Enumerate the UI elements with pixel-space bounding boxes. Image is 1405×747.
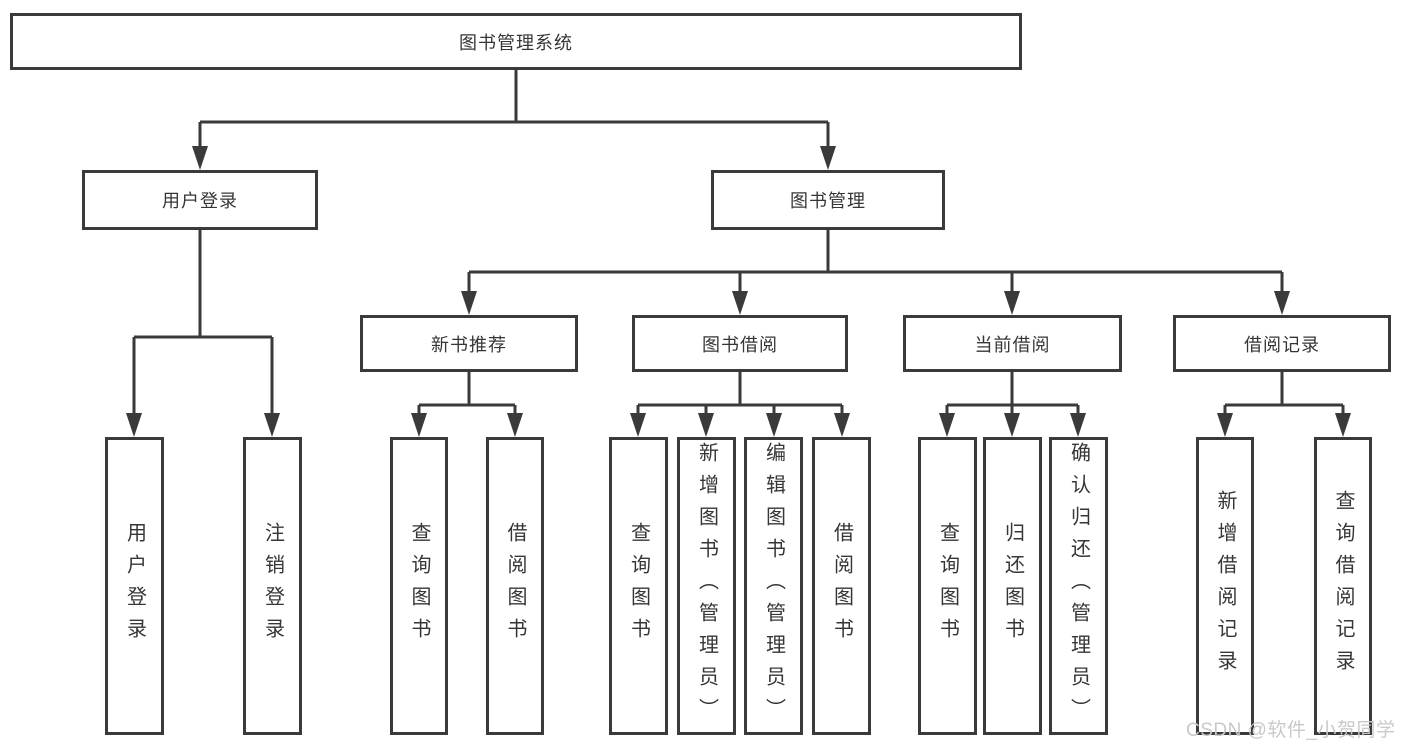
- leaf-confirm-return-admin: 确认归还（管理员）: [1049, 437, 1108, 735]
- leaf-label: 新增借阅记录: [1214, 490, 1236, 682]
- node-new-book-recommendation: 新书推荐: [360, 315, 578, 372]
- leaf-borrow-books-2: 借阅图书: [812, 437, 871, 735]
- leaf-add-books-admin: 新增图书（管理员）: [677, 437, 736, 735]
- leaf-label: 编辑图书（管理员）: [762, 442, 785, 730]
- leaf-edit-books-admin: 编辑图书（管理员）: [744, 437, 803, 735]
- leaf-label: 借阅图书: [504, 522, 526, 650]
- node-borrowing-records: 借阅记录: [1173, 315, 1391, 372]
- leaf-label: 注销登录: [261, 522, 284, 650]
- leaf-borrow-books-1: 借阅图书: [486, 437, 544, 735]
- leaf-label: 借阅图书: [830, 522, 853, 650]
- leaf-add-borrow-record: 新增借阅记录: [1196, 437, 1254, 735]
- leaf-label: 查询图书: [408, 522, 430, 650]
- node-user-login: 用户登录: [82, 170, 318, 230]
- leaf-label: 用户登录: [123, 522, 146, 650]
- leaf-user-login: 用户登录: [105, 437, 164, 735]
- arrowheads: [126, 146, 1351, 437]
- leaf-label: 查询图书: [627, 522, 650, 650]
- leaf-return-books: 归还图书: [983, 437, 1042, 735]
- connector-strokes: [132, 70, 1345, 414]
- leaf-label: 查询图书: [936, 522, 959, 650]
- node-book-management: 图书管理: [711, 170, 945, 230]
- leaf-query-books-3: 查询图书: [918, 437, 977, 735]
- node-book-borrowing: 图书借阅: [632, 315, 848, 372]
- leaf-label: 归还图书: [1001, 522, 1024, 650]
- node-root-library-system: 图书管理系统: [10, 13, 1022, 70]
- leaf-query-borrow-record: 查询借阅记录: [1314, 437, 1372, 735]
- csdn-watermark: CSDN @软件_小贺同学: [1186, 720, 1396, 741]
- leaf-label: 新增图书（管理员）: [695, 442, 718, 730]
- leaf-logout: 注销登录: [243, 437, 302, 735]
- node-current-borrowing: 当前借阅: [903, 315, 1122, 372]
- leaf-label: 确认归还（管理员）: [1067, 442, 1090, 730]
- leaf-query-books-2: 查询图书: [609, 437, 668, 735]
- leaf-query-books-1: 查询图书: [390, 437, 448, 735]
- leaf-label: 查询借阅记录: [1332, 490, 1354, 682]
